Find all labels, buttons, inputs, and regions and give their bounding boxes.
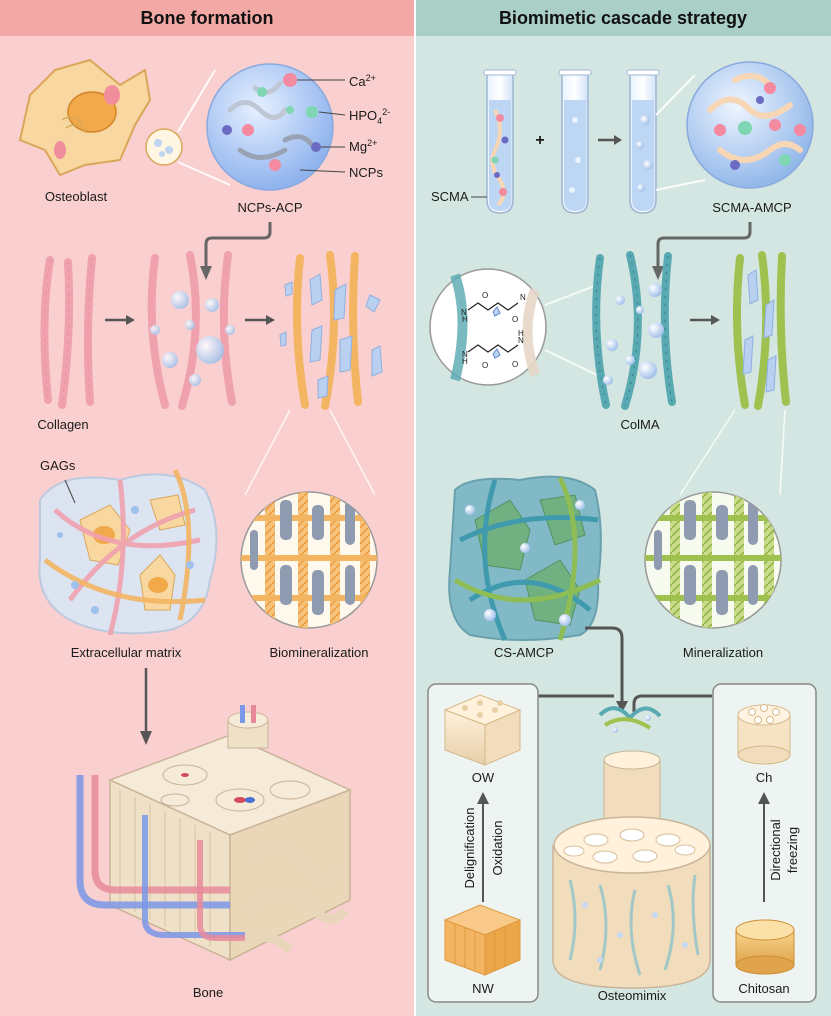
test-tube-2 — [558, 69, 592, 214]
chitosan-disk — [735, 919, 795, 975]
right-header-title: Biomimetic cascade strategy — [499, 8, 747, 28]
scma-amcp-sphere — [686, 61, 814, 189]
gags-label: GAGs — [40, 458, 76, 473]
ch-label: Ch — [756, 770, 773, 785]
colma-fibrils — [592, 251, 676, 410]
arrow-colma — [711, 315, 720, 325]
collagen-with-acp — [147, 251, 236, 410]
oxidation-label: Oxidation — [490, 821, 505, 876]
chem-h-2: H — [462, 357, 468, 366]
right-header-bar — [416, 0, 831, 36]
osteomimix-label: Osteomimix — [598, 988, 667, 1003]
mineralization-detail — [644, 491, 782, 629]
chem-h-1: H — [462, 315, 468, 324]
scma-amcp-label: SCMA-AMCP — [712, 200, 791, 215]
vesicle — [145, 128, 183, 166]
chem-h-3: H — [518, 329, 524, 338]
chem-o-4: O — [512, 360, 518, 369]
chitosan-label: Chitosan — [738, 981, 789, 996]
mineralized-colma — [732, 251, 790, 410]
collagen-label: Collagen — [37, 417, 88, 432]
arrow-nw-to-ow — [477, 792, 489, 804]
arrow-cs-amcp-to-osteomimix — [585, 626, 624, 705]
hpo4-ion-label: HPO42- — [349, 107, 390, 126]
ow-wood-block — [443, 694, 522, 766]
ca-ion-label: Ca2+ — [349, 73, 376, 89]
ow-label: OW — [472, 770, 495, 785]
chem-o-2: O — [512, 315, 518, 324]
arrow-chitosan-to-ch — [758, 792, 770, 804]
arrow-collagen-1 — [126, 315, 135, 325]
mineralization-label: Mineralization — [683, 645, 763, 660]
mineralized-collagen — [279, 251, 383, 410]
extracellular-matrix — [38, 468, 218, 636]
bone-illustration — [76, 705, 352, 962]
chem-n-1: N — [461, 308, 467, 317]
bone-label: Bone — [193, 985, 223, 1000]
cs-amcp-block — [448, 475, 602, 642]
arrow-ecm-to-bone — [140, 731, 152, 745]
directional-label: Directional — [768, 819, 783, 881]
biomineralization-detail — [240, 491, 378, 629]
biomineralization-label: Biomineralization — [270, 645, 369, 660]
arrow-acp-to-collagen — [204, 222, 272, 270]
panel-divider — [414, 0, 416, 1016]
chemical-structure-inset: O H N O N N H O O N H — [429, 268, 547, 386]
ncps-acp-label: NCPs-ACP — [237, 200, 302, 215]
test-tube-3 — [626, 69, 660, 214]
osteoblast-cell — [18, 58, 152, 177]
ncps-acp-sphere — [206, 63, 334, 191]
cs-amcp-label: CS-AMCP — [494, 645, 554, 660]
arrow-ch-to-osteomimix — [632, 694, 712, 712]
test-tube-1 — [483, 69, 517, 214]
plus-sign: + — [535, 132, 544, 149]
nw-wood-block — [443, 904, 522, 976]
osteomimix-scaffold — [552, 706, 711, 989]
left-header-title: Bone formation — [141, 8, 274, 28]
ecm-label: Extracellular matrix — [71, 645, 182, 660]
osteoblast-label: Osteoblast — [45, 189, 108, 204]
ch-scaffold — [737, 704, 791, 765]
chem-n-4: N — [518, 336, 524, 345]
mg-ion-label: Mg2+ — [349, 138, 377, 154]
freezing-label: freezing — [785, 827, 800, 873]
nw-label: NW — [472, 981, 494, 996]
arrow-amcp-to-colma — [656, 222, 752, 270]
colma-label: ColMA — [620, 417, 659, 432]
ncps-label: NCPs — [349, 165, 383, 180]
chem-n-3: N — [462, 350, 468, 359]
scma-label: SCMA — [431, 189, 469, 204]
chem-o-3: O — [482, 361, 488, 370]
left-header-bar — [0, 0, 414, 36]
arrow-tubes — [614, 135, 622, 145]
delignification-label: Delignification — [462, 808, 477, 889]
arrow-collagen-2 — [266, 315, 275, 325]
chem-n-2: N — [520, 293, 526, 302]
chem-o-1: O — [482, 291, 488, 300]
